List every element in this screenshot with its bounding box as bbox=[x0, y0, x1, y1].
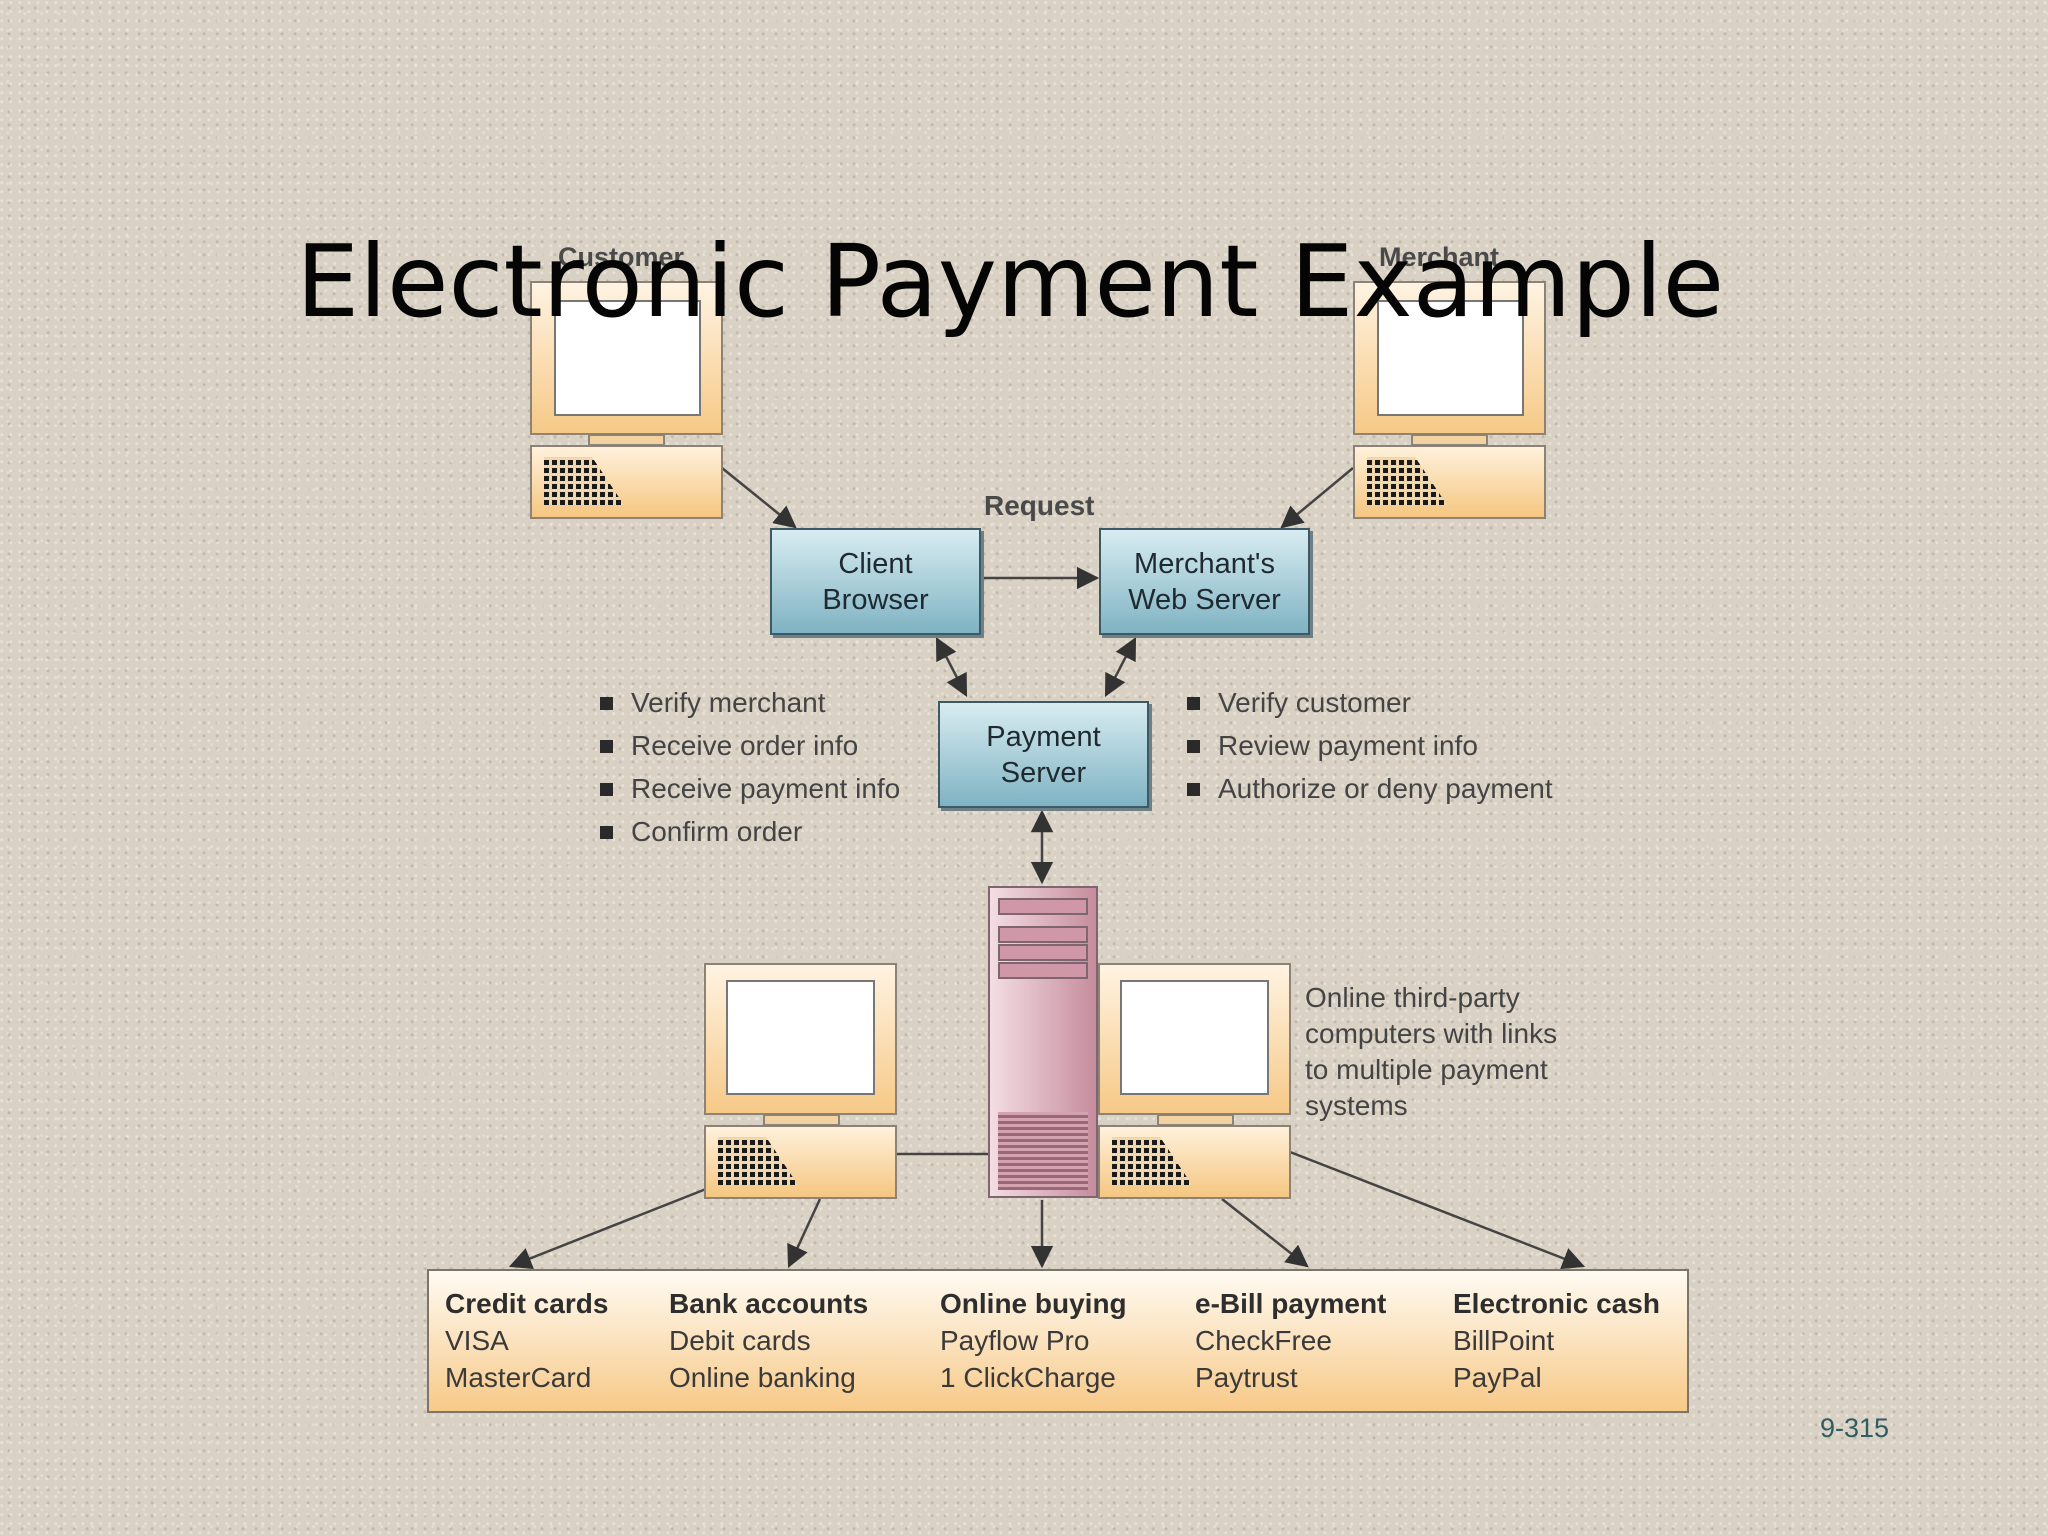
payment-system-item: BillPoint bbox=[1453, 1325, 1555, 1356]
left-bullet: Receive order info bbox=[600, 724, 900, 767]
customer-label: Customer bbox=[558, 242, 685, 272]
left-bullet: Verify merchant bbox=[600, 681, 900, 724]
slide-title: Electronic Payment Example bbox=[296, 223, 1725, 340]
left-bullet: Confirm order bbox=[600, 810, 900, 853]
payment-system-item: Payflow Pro bbox=[940, 1325, 1090, 1356]
payment-system-heading: Bank accounts bbox=[669, 1288, 869, 1319]
payment-system-item: MasterCard bbox=[445, 1362, 592, 1393]
payment-system-column: Bank accounts Debit cards Online banking bbox=[669, 1285, 868, 1396]
merchant-label: Merchant bbox=[1379, 242, 1500, 272]
merchant-to-webserver-arrow bbox=[1280, 467, 1354, 529]
payment-system-column: e-Bill payment CheckFree Paytrust bbox=[1195, 1285, 1386, 1396]
payment-system-item: Online banking bbox=[669, 1362, 856, 1393]
payment-system-heading: e-Bill payment bbox=[1195, 1288, 1387, 1319]
arrow-credit-cards bbox=[508, 1187, 707, 1270]
payment-system-column: Online buying Payflow Pro 1 ClickCharge bbox=[940, 1285, 1127, 1396]
payment-system-heading: Credit cards bbox=[445, 1288, 609, 1319]
payment-server-node: Payment Server bbox=[938, 701, 1149, 808]
merchant-web-server-node: Merchant's Web Server bbox=[1099, 528, 1310, 635]
right-bullet-list: Verify customer Review payment info Auth… bbox=[1187, 681, 1553, 810]
webserver-payment-arrow bbox=[1104, 637, 1137, 697]
payment-system-item: CheckFree bbox=[1195, 1325, 1332, 1356]
left-bullet-list: Verify merchant Receive order info Recei… bbox=[600, 681, 900, 853]
arrow-electronic-cash bbox=[1289, 1150, 1586, 1270]
customer-to-browser-arrow bbox=[721, 467, 797, 529]
left-bullet: Receive payment info bbox=[600, 767, 900, 810]
client-browser-node: Client Browser bbox=[770, 528, 981, 635]
right-bullet: Verify customer bbox=[1187, 681, 1553, 724]
payment-systems-table: Credit cards VISA MasterCard Bank accoun… bbox=[427, 1269, 1689, 1413]
arrow-bank-accounts bbox=[787, 1198, 822, 1269]
server-tower-icon bbox=[988, 886, 1098, 1198]
page-number: 9-315 bbox=[1820, 1413, 1890, 1443]
right-bullet: Authorize or deny payment bbox=[1187, 767, 1553, 810]
payment-system-item: PayPal bbox=[1453, 1362, 1542, 1393]
third-party-note: Online third-party computers with links … bbox=[1305, 982, 1558, 1121]
browser-payment-arrow bbox=[935, 637, 968, 697]
arrow-ebill bbox=[1221, 1198, 1309, 1268]
payment-system-item: Paytrust bbox=[1195, 1362, 1298, 1393]
request-label: Request bbox=[984, 490, 1095, 521]
payment-system-item: 1 ClickCharge bbox=[940, 1362, 1116, 1393]
payment-system-item: Debit cards bbox=[669, 1325, 811, 1356]
payment-system-column: Electronic cash BillPoint PayPal bbox=[1453, 1285, 1660, 1396]
payment-system-column: Credit cards VISA MasterCard bbox=[445, 1285, 608, 1396]
payment-system-heading: Online buying bbox=[940, 1288, 1127, 1319]
payment-system-item: VISA bbox=[445, 1325, 509, 1356]
payment-system-heading: Electronic cash bbox=[1453, 1288, 1660, 1319]
right-bullet: Review payment info bbox=[1187, 724, 1553, 767]
